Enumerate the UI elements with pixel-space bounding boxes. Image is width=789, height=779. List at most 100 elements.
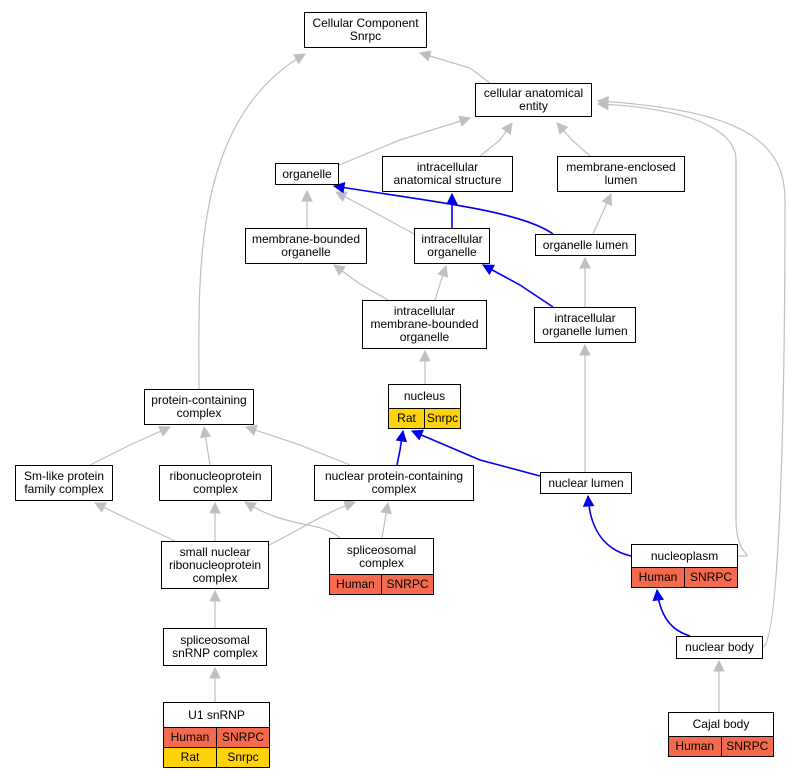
term-node-protein-containing-complex[interactable]: protein-containing complex <box>144 389 254 425</box>
term-label-box: nuclear body <box>677 637 762 658</box>
term-label-box: nuclear protein-containing complex <box>315 466 473 500</box>
edge-nuclear-body-to-cellular-anatomical-entity <box>596 95 786 648</box>
gene-cell: SNRPC <box>381 575 433 594</box>
term-label-box: ribonucleoprotein complex <box>160 466 271 500</box>
term-label: spliceosomal complex <box>346 542 417 570</box>
term-label: Sm-like protein family complex <box>23 469 105 496</box>
term-node-membrane-bounded-organelle[interactable]: membrane-bounded organelle <box>245 228 367 264</box>
edge-organelle-lumen-to-membrane-enclosed-lumen <box>592 192 612 235</box>
term-node-membrane-enclosed-lumen[interactable]: membrane-enclosed lumen <box>557 156 685 192</box>
edge-arrowhead <box>418 50 432 62</box>
edge-intracellular-organelle-lumen-to-intracellular-organelle <box>482 264 554 308</box>
edge-arrowhead <box>335 191 348 203</box>
term-node-intracellular-anatomical-structure[interactable]: intracellular anatomical structure <box>382 156 513 192</box>
term-label: protein-containing complex <box>151 393 247 420</box>
term-node-intracellular-organelle[interactable]: intracellular organelle <box>414 228 490 264</box>
edge-line <box>94 502 176 542</box>
edge-nuclear-lumen-to-nucleus <box>410 429 541 477</box>
term-label: Cajal body <box>692 717 750 731</box>
term-node-intracellular-membrane-bounded-organelle[interactable]: intracellular membrane-bounded organelle <box>362 300 487 349</box>
term-label: nucleoplasm <box>650 548 719 563</box>
gene-cell: Snrpc <box>216 748 269 767</box>
edge-nuclear-body-to-nucleoplasm <box>652 588 691 637</box>
edge-arrowhead <box>501 122 513 135</box>
edge-line <box>597 100 786 648</box>
edge-arrowhead <box>209 501 221 514</box>
edge-line <box>338 117 471 166</box>
edge-arrowhead <box>482 264 495 276</box>
gene-cell: SNRPC <box>216 728 269 747</box>
term-label: membrane-enclosed lumen <box>566 160 676 187</box>
edge-arrowhead <box>93 502 107 513</box>
edge-arrowhead <box>446 192 458 205</box>
edge-arrowhead <box>209 589 221 602</box>
edge-nuclear-protein-containing-complex-to-nucleus <box>395 429 408 466</box>
term-label-box: intracellular organelle lumen <box>535 308 635 342</box>
edge-sm-like-protein-family-complex-to-protein-containing-complex <box>89 426 172 466</box>
edge-arrowhead <box>209 666 221 679</box>
term-node-nuclear-body[interactable]: nuclear body <box>676 636 763 659</box>
species-cell: Rat <box>389 409 424 428</box>
gene-cell: Snrpc <box>424 409 460 428</box>
edge-line <box>482 264 554 308</box>
edge-line <box>411 430 541 477</box>
term-label-box: membrane-bounded organelle <box>246 229 366 263</box>
term-node-ribonucleoprotein-complex[interactable]: ribonucleoprotein complex <box>159 465 272 501</box>
edge-arrowhead <box>293 53 306 65</box>
edge-nucleus-to-intracellular-membrane-bounded-organelle <box>419 349 431 384</box>
term-node-cellular-anatomical-entity[interactable]: cellular anatomical entity <box>475 83 592 117</box>
term-label: intracellular organelle <box>421 232 483 259</box>
edge-arrowhead <box>380 501 392 515</box>
term-node-sm-like-protein-family-complex[interactable]: Sm-like protein family complex <box>15 465 113 501</box>
edge-u1-snrnp-to-spliceosomal-snrnp-complex <box>209 666 221 702</box>
term-node-small-nuclear-ribonucleoprotein-complex[interactable]: small nuclear ribonucleoprotein complex <box>161 541 269 589</box>
edge-small-nuclear-ribonucleoprotein-complex-to-ribonucleoprotein-complex <box>209 501 221 541</box>
term-node-cellular-component[interactable]: Cellular Component Snrpc <box>304 12 427 48</box>
term-label-box: Cajal body <box>669 713 773 736</box>
species-cell: Human <box>669 737 721 756</box>
edge-line <box>335 191 415 235</box>
term-node-nuclear-lumen[interactable]: nuclear lumen <box>540 472 632 494</box>
edge-line <box>89 426 171 466</box>
term-node-intracellular-organelle-lumen[interactable]: intracellular organelle lumen <box>534 307 636 343</box>
edge-line <box>198 53 306 390</box>
term-label-box: membrane-enclosed lumen <box>558 157 684 191</box>
term-label: organelle lumen <box>542 237 629 252</box>
term-label-box: spliceosomal snRNP complex <box>164 629 266 665</box>
term-label-box: organelle <box>276 164 338 184</box>
edge-intracellular-organelle-to-organelle <box>335 191 415 235</box>
term-label-box: intracellular organelle <box>415 229 489 263</box>
edge-intracellular-membrane-bounded-organelle-to-membrane-bounded-organelle <box>333 264 389 301</box>
term-label: intracellular organelle lumen <box>542 311 628 338</box>
edge-arrowhead <box>596 95 609 108</box>
term-node-spliceosomal-snrnp-complex[interactable]: spliceosomal snRNP complex <box>163 628 267 666</box>
edge-arrowhead <box>579 343 591 356</box>
term-label-box: nucleoplasm <box>632 545 737 567</box>
term-node-nuclear-protein-containing-complex[interactable]: nuclear protein-containing complex <box>314 465 474 501</box>
term-label: nuclear body <box>685 640 754 654</box>
term-label-box: protein-containing complex <box>145 390 253 424</box>
term-label-box: organelle lumen <box>536 235 635 255</box>
edge-arrowhead <box>556 122 569 135</box>
gene-cell: SNRPC <box>684 568 737 587</box>
edge-arrowhead <box>244 501 257 513</box>
edge-arrowhead <box>410 429 424 441</box>
edge-arrowhead <box>395 429 408 443</box>
edge-cellular-anatomical-entity-to-cellular-component <box>418 50 491 84</box>
term-label-box: intracellular membrane-bounded organelle <box>363 301 486 348</box>
edge-arrowhead <box>458 115 472 127</box>
term-node-organelle[interactable]: organelle <box>275 163 339 185</box>
term-node-organelle-lumen[interactable]: organelle lumen <box>535 234 636 256</box>
edge-organelle-lumen-to-organelle <box>332 181 554 235</box>
